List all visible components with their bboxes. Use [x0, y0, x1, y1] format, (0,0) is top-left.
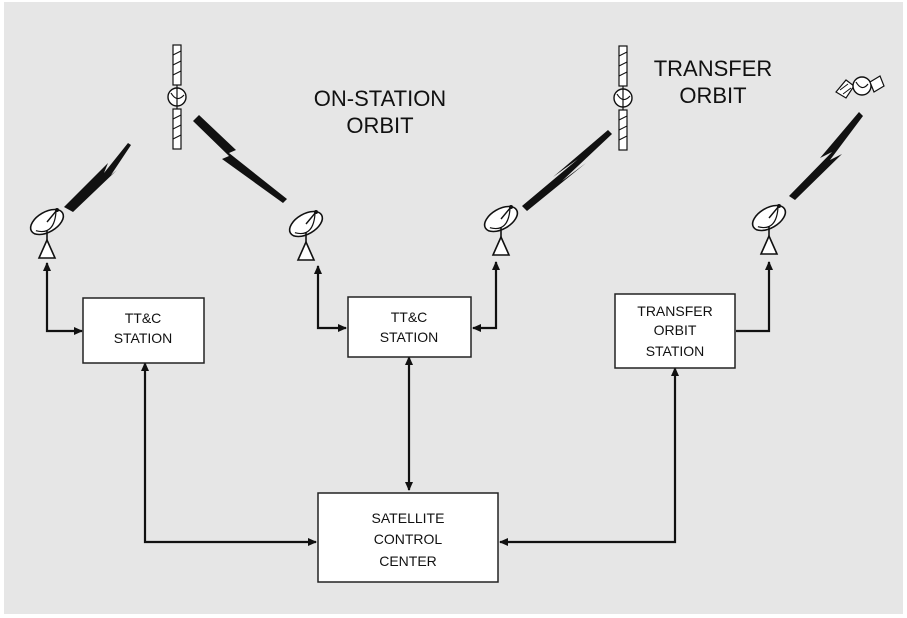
transfer-orbit-station-line-1: TRANSFER — [637, 303, 712, 319]
transfer-orbit-label-2: ORBIT — [679, 83, 746, 108]
radio-link-bolt-4 — [789, 112, 863, 200]
link-antenna3-ttc-center — [472, 261, 500, 332]
transfer-orbit-label-1: TRANSFER — [654, 56, 773, 81]
transfer-orbit-satellite-icon — [835, 75, 885, 99]
link-antenna2-ttc-center — [314, 265, 347, 332]
on-station-orbit-label-1: ON-STATION — [314, 86, 446, 111]
radio-link-bolt-1 — [64, 143, 131, 212]
ttc-station-left-line-1: TT&C — [125, 310, 162, 326]
control-center-line-2: CONTROL — [374, 531, 443, 547]
ttc-station-left-box: TT&C STATION — [82, 297, 205, 364]
link-transfer-station-control-center — [499, 367, 679, 546]
control-center-line-3: CENTER — [379, 553, 437, 569]
link-antenna1-ttc-left — [43, 262, 83, 335]
ttc-station-center-line-1: TT&C — [391, 309, 428, 325]
link-antenna4-transfer-station — [736, 261, 773, 333]
radio-link-bolt-2 — [193, 115, 287, 203]
transfer-orbit-station-box: TRANSFER ORBIT STATION — [614, 293, 736, 369]
link-ttc-left-control-center — [141, 362, 317, 546]
transfer-orbit-station-line-2: ORBIT — [654, 322, 697, 338]
transfer-orbit-station-line-3: STATION — [646, 343, 705, 359]
ttc-station-center-box: TT&C STATION — [347, 296, 472, 358]
radio-link-bolt-3 — [522, 130, 612, 211]
ttc-station-left-line-2: STATION — [114, 330, 173, 346]
on-station-orbit-label-2: ORBIT — [346, 113, 413, 138]
satellite-control-center-box: SATELLITE CONTROL CENTER — [317, 492, 499, 583]
ttc-station-center-line-2: STATION — [380, 329, 439, 345]
control-center-line-1: SATELLITE — [372, 510, 445, 526]
